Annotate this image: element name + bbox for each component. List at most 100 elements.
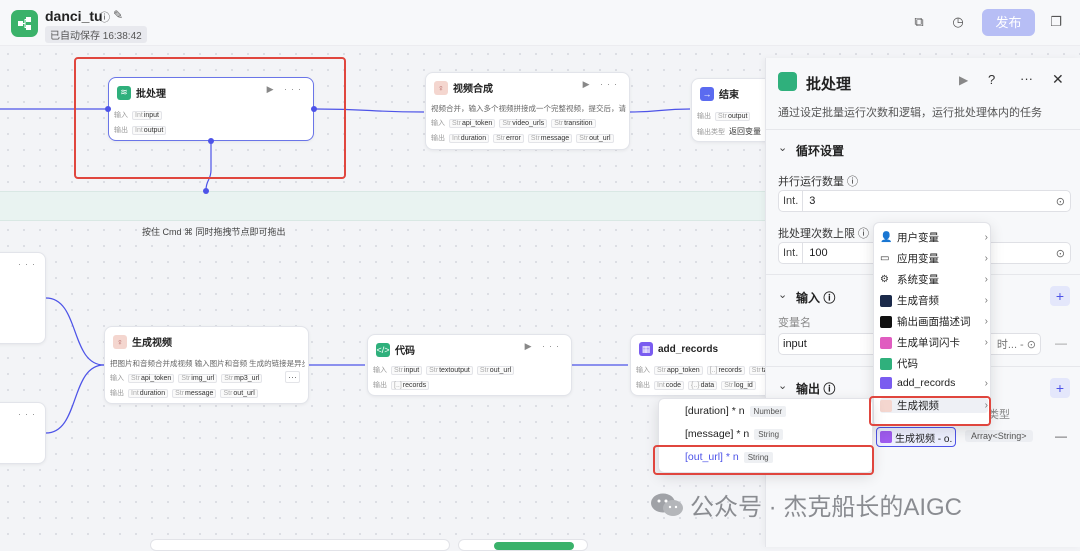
var-menu-item[interactable]: 生成音频›: [880, 293, 988, 308]
user-icon: 👤: [880, 231, 893, 243]
help-icon[interactable]: ?: [988, 72, 996, 87]
save-status: 已自动保存 16:38:42: [45, 26, 147, 43]
history-icon[interactable]: ◷: [952, 14, 964, 29]
folder-icon: ▭: [880, 252, 890, 264]
remove-input-icon[interactable]: —: [1055, 336, 1067, 350]
code-icon: </>: [376, 342, 390, 357]
chevron-right-icon: ›: [984, 337, 988, 348]
node-actions[interactable]: ▶ ···: [582, 79, 621, 89]
body-port-bottom[interactable]: [203, 188, 209, 194]
bottom-toolbar: [150, 539, 450, 551]
publish-button[interactable]: 发布: [982, 9, 1035, 36]
out-label: 输出: [114, 127, 128, 134]
layers-icon: ≋: [117, 85, 131, 100]
drag-hint: 按住 Cmd ⌘ 同时拖拽节点即可拖出: [142, 227, 286, 237]
body-port[interactable]: [208, 138, 214, 144]
input-var-value[interactable]: input: [783, 338, 807, 350]
var-menu-item[interactable]: add_records›: [880, 377, 988, 389]
var-menu-item[interactable]: 👤用户变量›: [880, 231, 988, 245]
input-section-title: 输入 ⓘ: [796, 291, 836, 305]
in-label: 输入: [373, 367, 387, 374]
node-gen-video[interactable]: ♀ 生成视频 把图片和音频合并成视频 输入图片和音频 生成的链接是异步... 输…: [104, 326, 309, 404]
partial-node-bottom[interactable]: ···: [0, 402, 46, 464]
output-ref-selector[interactable]: 生成视频 - o.: [876, 427, 957, 447]
input-var-name[interactable]: input: [778, 333, 878, 355]
edit-title-icon[interactable]: ✎: [113, 8, 124, 22]
input-port[interactable]: [105, 106, 111, 112]
var-chip: Strmessage: [527, 133, 573, 143]
duplicate-icon[interactable]: ❐: [1050, 14, 1062, 29]
more-icon[interactable]: ···: [1020, 71, 1033, 86]
output-chip: Intoutput: [132, 125, 167, 135]
parallel-label: 并行运行数量 ⓘ: [778, 176, 859, 188]
out-label: 输出: [697, 113, 711, 120]
panel-title: 批处理: [806, 76, 852, 93]
more-inputs-icon[interactable]: ···: [285, 371, 300, 383]
variable-ref-icon[interactable]: ⊙: [1055, 195, 1065, 208]
add-input-button[interactable]: +: [1050, 286, 1070, 306]
ghost-icon: [880, 315, 892, 328]
more-icon[interactable]: ···: [18, 409, 39, 419]
variable-ref-icon[interactable]: ⊙: [1055, 247, 1065, 260]
var-chip: Strtextoutput: [426, 365, 473, 375]
var-menu-item[interactable]: ▭应用变量›: [880, 252, 988, 266]
parallel-value[interactable]: 3: [809, 195, 816, 207]
var-menu-item[interactable]: 输出画面描述词›: [880, 314, 988, 329]
panel-desc: 通过设定批量运行次数和逻辑，运行批处理体内的任务: [778, 107, 1042, 119]
highlight-box-batch: [74, 57, 346, 179]
var-menu-item[interactable]: 生成单词闪卡›: [880, 335, 988, 350]
node-video-merge[interactable]: ♀ 视频合成 ▶ ··· 视频合并，输入多个视频拼接成一个完整视频，提交后，请使…: [425, 72, 630, 150]
add-output-button[interactable]: +: [1050, 378, 1070, 398]
node-batch[interactable]: ≋ 批处理 ▶ ··· 输入 Intinput 输出 Intoutput: [108, 77, 314, 141]
app-logo-icon: [11, 10, 38, 37]
var-chip: Strinput: [391, 365, 423, 375]
out-type-value: 返回变量: [729, 127, 761, 136]
var-chip: Strapp_token: [654, 365, 703, 375]
chevron-down-icon[interactable]: ⌄: [778, 289, 788, 301]
node-actions[interactable]: ▶ ···: [266, 84, 305, 94]
table-icon: ▦: [639, 342, 653, 356]
edge-batch-video-merge: [315, 108, 425, 113]
highlight-box-gen-video: [869, 396, 991, 426]
var-menu-item[interactable]: 生成视频›: [880, 398, 988, 413]
chevron-right-icon: ›: [984, 316, 988, 327]
batch-body-band: [0, 191, 770, 221]
watermark: 公众号 · 杰克船长的AIGC: [650, 487, 962, 522]
run-icon[interactable]: ▶: [959, 73, 969, 87]
parallel-input[interactable]: Int. 3 ⊙: [778, 190, 1071, 212]
chevron-right-icon: ›: [984, 253, 988, 264]
var-chip: Strout_url: [220, 388, 258, 398]
var-name-label: 变量名: [778, 317, 811, 329]
more-icon[interactable]: ···: [18, 259, 39, 269]
close-icon[interactable]: ✕: [1052, 71, 1064, 87]
node-desc: 视频合并，输入多个视频拼接成一个完整视频，提交后，请使...: [431, 104, 626, 113]
output-port[interactable]: [311, 106, 317, 112]
var-chip: Strvideo_urls: [499, 118, 548, 128]
chevron-right-icon: ›: [984, 400, 988, 411]
wechat-icon: [650, 492, 684, 518]
info-icon[interactable]: ⓘ: [99, 12, 110, 24]
partial-node-top[interactable]: ···: [0, 252, 46, 344]
in-label: 输入: [110, 375, 124, 382]
out-type-label: 输出类型: [697, 128, 725, 136]
chevron-right-icon: ›: [984, 295, 988, 306]
chevron-down-icon[interactable]: ⌄: [778, 380, 788, 392]
copy-icon[interactable]: ⧉: [914, 14, 924, 29]
remove-output-icon[interactable]: —: [1055, 429, 1067, 443]
type-badge: Number: [749, 405, 786, 417]
var-menu-item[interactable]: 代码: [880, 356, 988, 371]
exit-icon: →: [700, 86, 714, 101]
var-menu-item[interactable]: ⚙系统变量›: [880, 273, 988, 287]
type-label: 类型: [988, 409, 1010, 421]
divider: [766, 129, 1080, 130]
chevron-down-icon[interactable]: ⌄: [778, 142, 788, 154]
max-value[interactable]: 100: [809, 247, 828, 259]
test-run-button[interactable]: [494, 542, 574, 550]
node-actions[interactable]: ▶ ···: [524, 341, 563, 351]
